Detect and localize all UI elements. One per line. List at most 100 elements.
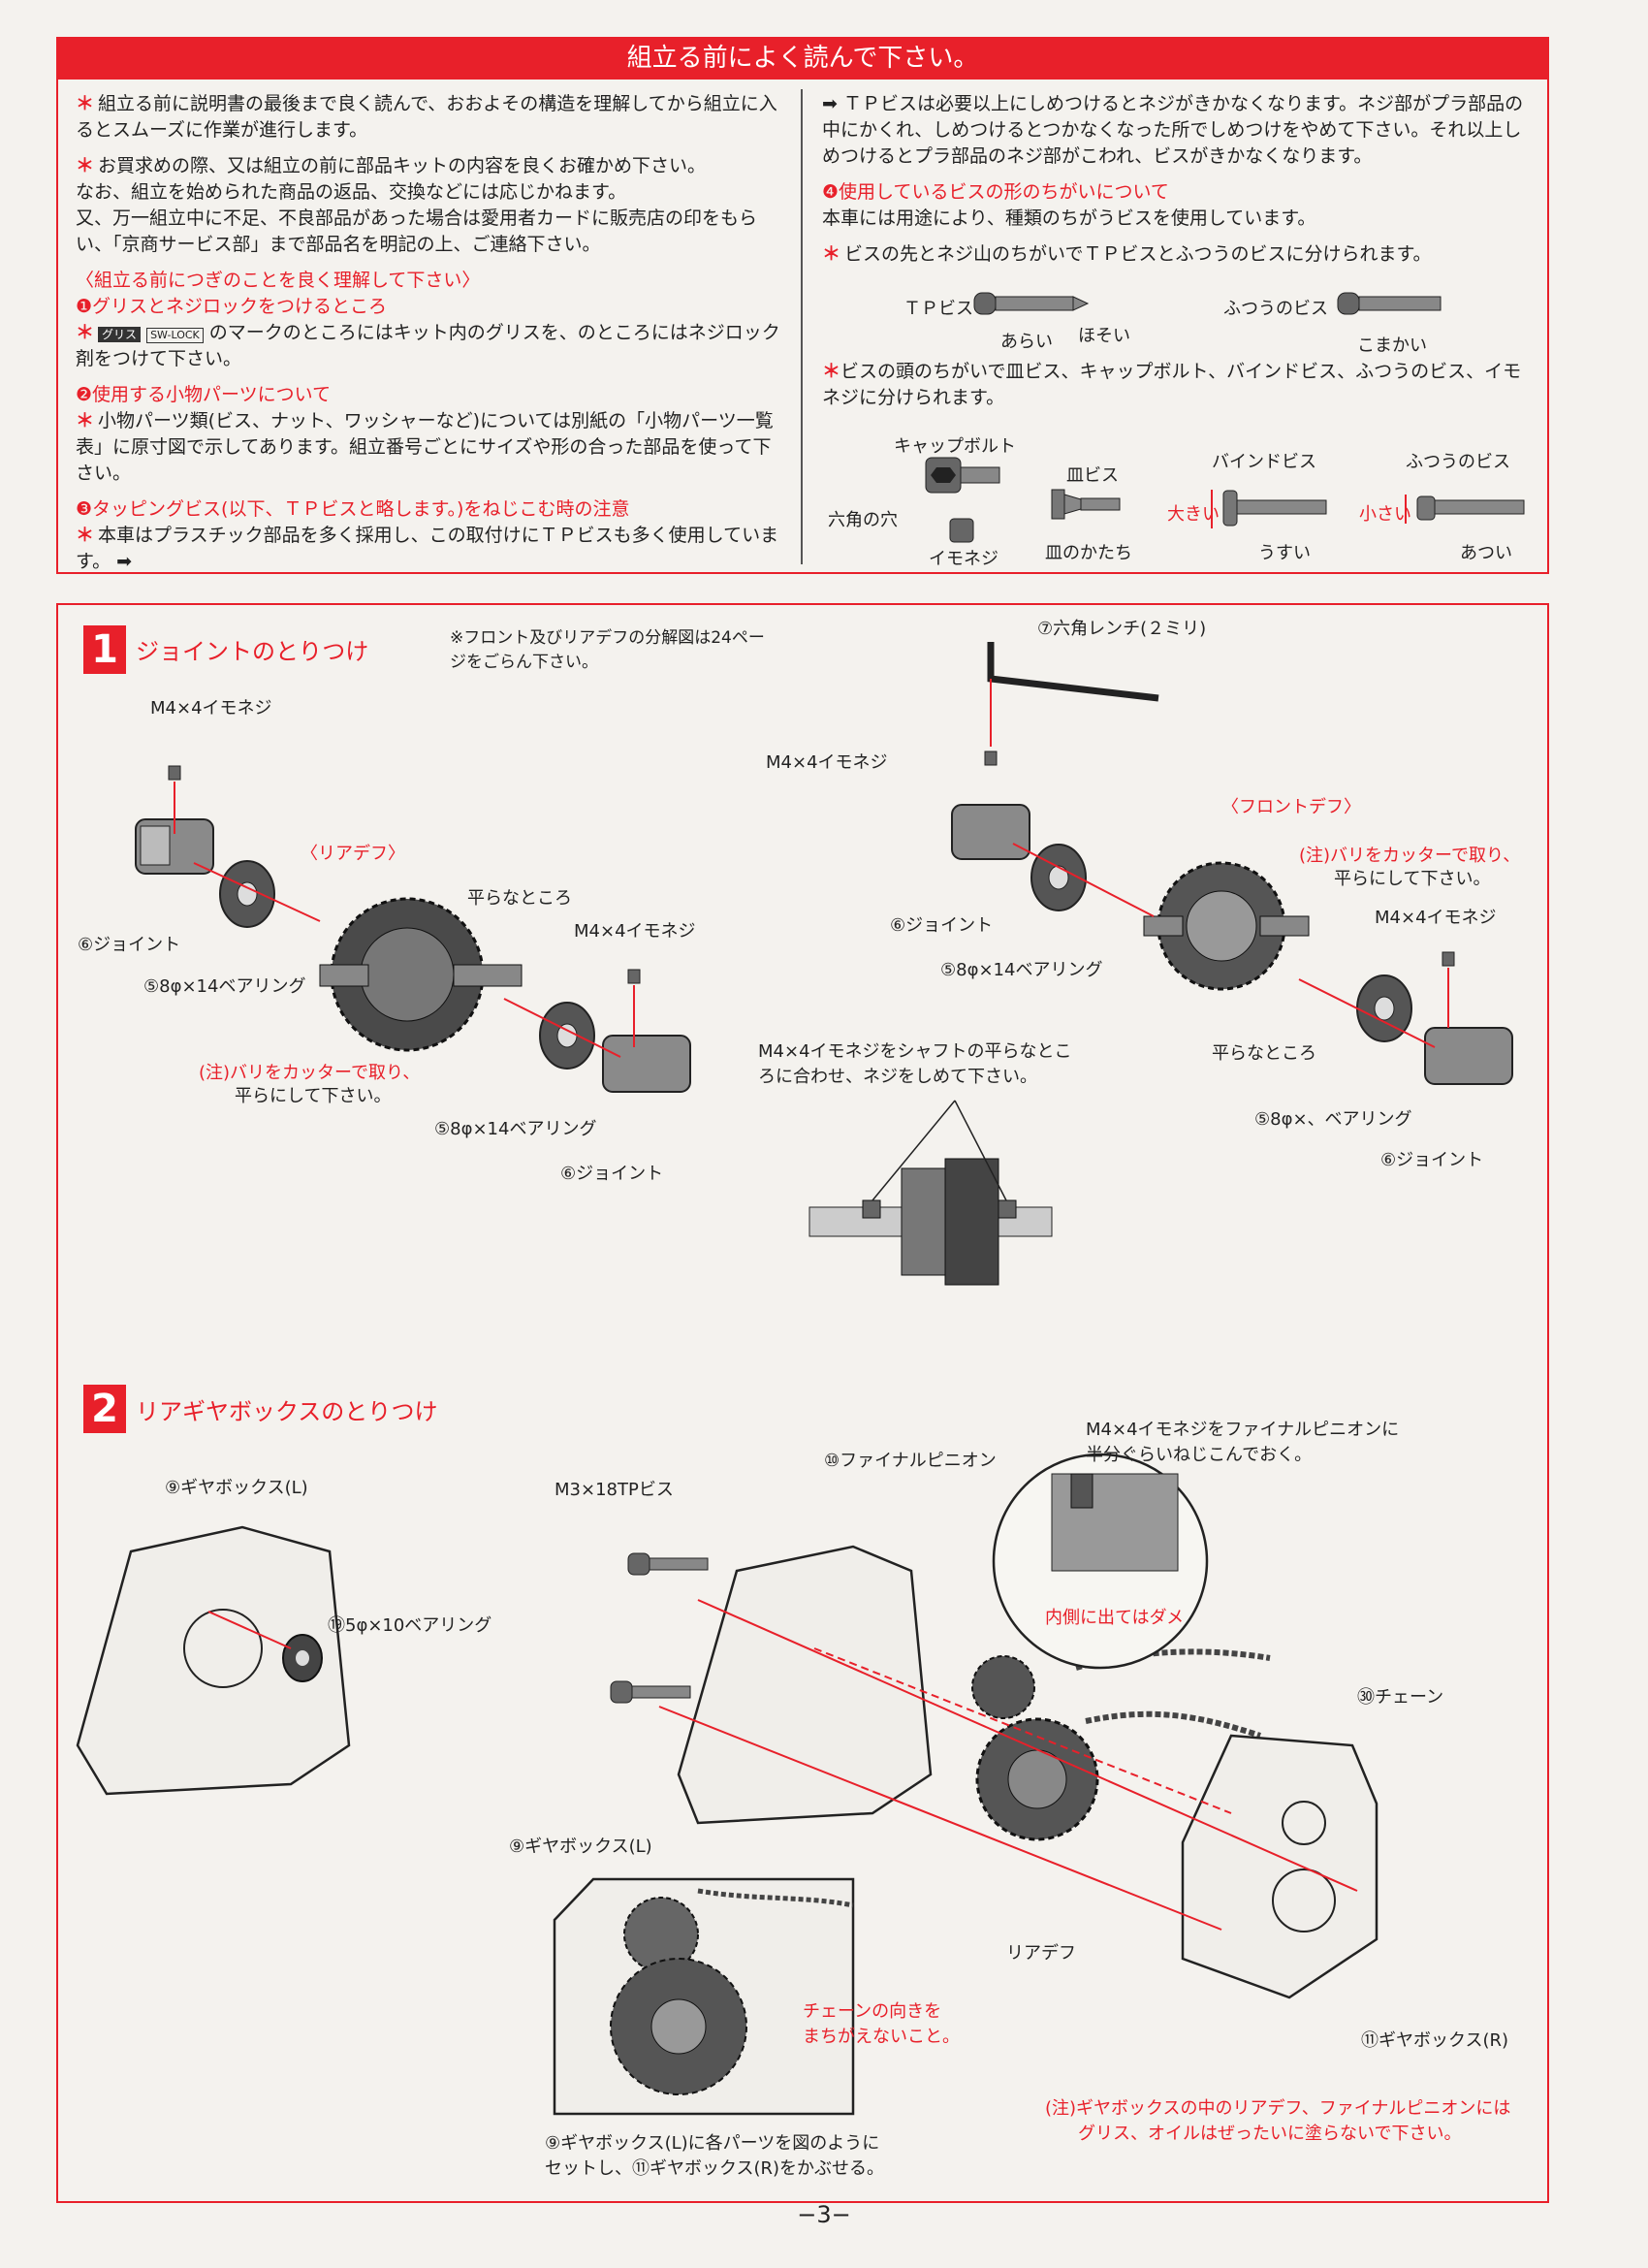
rear-bearing-right-icon xyxy=(539,1002,595,1070)
joint-label: ⑥ジョイント xyxy=(890,915,994,936)
normal-screw-icon xyxy=(1337,292,1442,315)
assembled-diff-icon xyxy=(808,1158,1053,1286)
chain-direction-note-2: まちがえないこと。 xyxy=(803,2027,960,2047)
column-divider xyxy=(801,89,803,564)
oil-warning-2: グリス、オイルはぜったいに塗らないで下さい。 xyxy=(1078,2124,1462,2144)
normal-screw-label: ふつうのビス xyxy=(1223,299,1328,319)
grease-heading: ❶グリスとネジロックをつけるところ xyxy=(76,296,388,317)
front-joint-left-icon xyxy=(951,804,1030,860)
setscrew-icon xyxy=(627,969,641,984)
step1-title: ジョイントのとりつけ xyxy=(136,638,369,665)
step1-number: 1 xyxy=(83,625,126,674)
continue-icon: ➡ xyxy=(822,93,843,114)
gearbox-inset-icon xyxy=(553,1877,855,2116)
page-number: −3− xyxy=(797,2201,851,2228)
page-title: 組立る前によく読んで下さい。 xyxy=(626,44,979,73)
normal-screw2-icon xyxy=(1416,495,1525,521)
flat-label: 平らなところ xyxy=(467,888,572,909)
setscrew-icon xyxy=(168,765,181,781)
oil-warning-1: (注)ギヤボックスの中のリアデフ、ファイナルピニオンには xyxy=(1045,2098,1511,2119)
pinion-note-2: 半分ぐらいねじこんでおく。 xyxy=(1086,1445,1313,1465)
final-pinion-icon xyxy=(971,1655,1035,1719)
thick-head-label: あつい xyxy=(1460,543,1512,563)
bearing-label: ⑤8φ×14ベアリング xyxy=(143,976,306,997)
intro-paragraph: ＊組立る前に説明書の最後まで良く読んで、おおよその構造を理解してから組立に入ると… xyxy=(76,93,777,141)
intro-paragraph: ＊小物パーツ類(ビス、ナット、ワッシャーなど)については別紙の「小物パーツ一覧表… xyxy=(76,410,774,484)
burr-note-2: 平らにして下さい。 xyxy=(235,1086,392,1106)
gearbox-set-note-2: セットし、⑪ギヤボックス(R)をかぶせる。 xyxy=(545,2158,885,2179)
swlock-tag-icon: SW-LOCK xyxy=(146,328,204,343)
gearbox-left-icon xyxy=(76,1525,351,1796)
fine-label: こまかい xyxy=(1357,335,1427,356)
intro-paragraph: 本車には用途により、種類のちがうビスを使用しています。 xyxy=(822,208,1316,229)
gearbox-r-label: ⑪ギヤボックス(R) xyxy=(1361,2030,1509,2051)
steps-box xyxy=(56,603,1549,2203)
bearing-label: ⑤8φ×14ベアリング xyxy=(940,960,1103,980)
chain-direction-note-1: チェーンの向きを xyxy=(803,2001,942,2022)
big-head-label: 大きい xyxy=(1167,504,1220,525)
continue-icon: ➡ xyxy=(111,551,133,572)
setscrew-note-2: ろに合わせ、ネジをしめて下さい。 xyxy=(758,1067,1037,1087)
intro-paragraph: ＊ビスの頭のちがいで皿ビス、キャップボルト、バインドビス、ふつうのビス、イモネジ… xyxy=(822,361,1522,408)
gearbox-left-main-icon xyxy=(677,1545,933,1825)
setscrew-icon xyxy=(1442,951,1455,967)
chain-icon xyxy=(1075,1648,1271,1739)
burr-note-1: (注)バリをカッターで取り、 xyxy=(1299,846,1521,866)
pinion-note-1: M4×4イモネジをファイナルピニオンに xyxy=(1086,1420,1400,1440)
front-diff-icon xyxy=(1143,861,1310,991)
setscrew-note-1: M4×4イモネジをシャフトの平らなとこ xyxy=(758,1041,1072,1062)
flat-label: 平らなところ xyxy=(1212,1043,1316,1064)
small-head-label: 小さい xyxy=(1359,504,1411,525)
setscrew-label: M4×4イモネジ xyxy=(574,921,696,942)
tp-screw-m3-icon xyxy=(610,1552,709,1704)
step2-number: 2 xyxy=(83,1385,126,1433)
gearbox-l-label: ⑨ギヤボックス(L) xyxy=(165,1478,308,1498)
setscrew-icon xyxy=(984,751,998,766)
rear-diff-label: リアデフ xyxy=(1006,1943,1076,1964)
cap-bolt-label: キャップボルト xyxy=(894,436,1016,457)
sara-shape-label: 皿のかたち xyxy=(1045,543,1132,563)
rear-joint-left-icon xyxy=(135,818,214,875)
small-parts-heading: ❷使用する小物パーツについて xyxy=(76,384,332,405)
hex-hole-label: 六角の穴 xyxy=(828,510,898,530)
no-inside-warning: 内側に出てはダメ xyxy=(1045,1608,1185,1628)
intro-box xyxy=(56,80,1549,574)
gearbox-l-label: ⑨ギヤボックス(L) xyxy=(509,1837,652,1857)
joint-label: ⑥ジョイント xyxy=(78,935,181,955)
imoneji-icon xyxy=(949,518,974,543)
hex-wrench-label: ⑦六角レンチ(２ミリ) xyxy=(1037,619,1207,639)
bind-screw-icon xyxy=(1222,490,1327,527)
setscrew-label: M4×4イモネジ xyxy=(766,752,888,773)
chain-label: ㉚チェーン xyxy=(1357,1687,1444,1708)
screw-types-heading: ❹使用しているビスの形のちがいについて xyxy=(822,181,1169,203)
final-pinion-label: ⑩ファイナルピニオン xyxy=(824,1451,997,1471)
front-diff-title: 〈フロントデフ〉 xyxy=(1221,797,1361,817)
thin-label: ほそい xyxy=(1078,326,1130,346)
hex-wrench-icon xyxy=(987,642,1159,702)
rough-label: あらい xyxy=(1000,332,1053,352)
intro-right-column: ➡ ＴＰビスは必要以上にしめつけるとネジがきかなくなります。ネジ部がプラ部品の中… xyxy=(822,91,1530,277)
grease-tag-icon: グリス xyxy=(98,327,142,342)
tapping-heading: ❸タッピングビス(以下、ＴＰビスと略します。)をねじこむ時の注意 xyxy=(76,498,630,520)
step2-title: リアギヤボックスのとりつけ xyxy=(136,1398,438,1425)
bind-screw-label: バインドビス xyxy=(1212,452,1316,472)
burr-note-1: (注)バリをカッターで取り、 xyxy=(199,1063,421,1083)
gearbox-right-icon xyxy=(1181,1734,1379,1999)
intro-paragraph: ＊グリス SW-LOCK のマークのところにはキット内のグリスを、のところにはネ… xyxy=(76,322,780,369)
bearing-5x10-label: ⑲5φ×10ベアリング xyxy=(328,1615,492,1636)
rear-joint-right-icon xyxy=(602,1035,691,1093)
bearing-label: ⑤8φ×14ベアリング xyxy=(434,1119,597,1139)
normal-screw2-label: ふつうのビス xyxy=(1406,452,1510,472)
joint-label: ⑥ジョイント xyxy=(1380,1150,1484,1170)
setscrew-label: M4×4イモネジ xyxy=(150,698,272,719)
section-title-bar: 組立る前によく読んで下さい。 xyxy=(56,37,1549,80)
burr-note-2: 平らにして下さい。 xyxy=(1334,869,1491,889)
setscrew-label: M4×4イモネジ xyxy=(1375,908,1497,928)
joint-label: ⑥ジョイント xyxy=(560,1164,664,1184)
intro-paragraph: ＊お買求めの際、又は組立の前に部品キットの内容を良くお確かめ下さい。なお、組立を… xyxy=(76,155,758,255)
sara-screw-icon xyxy=(1051,489,1121,520)
bearing-label: ⑤8φ×、ベアリング xyxy=(1254,1109,1412,1130)
tp-screw-icon xyxy=(973,292,1090,315)
front-bearing-right-icon xyxy=(1356,974,1412,1042)
